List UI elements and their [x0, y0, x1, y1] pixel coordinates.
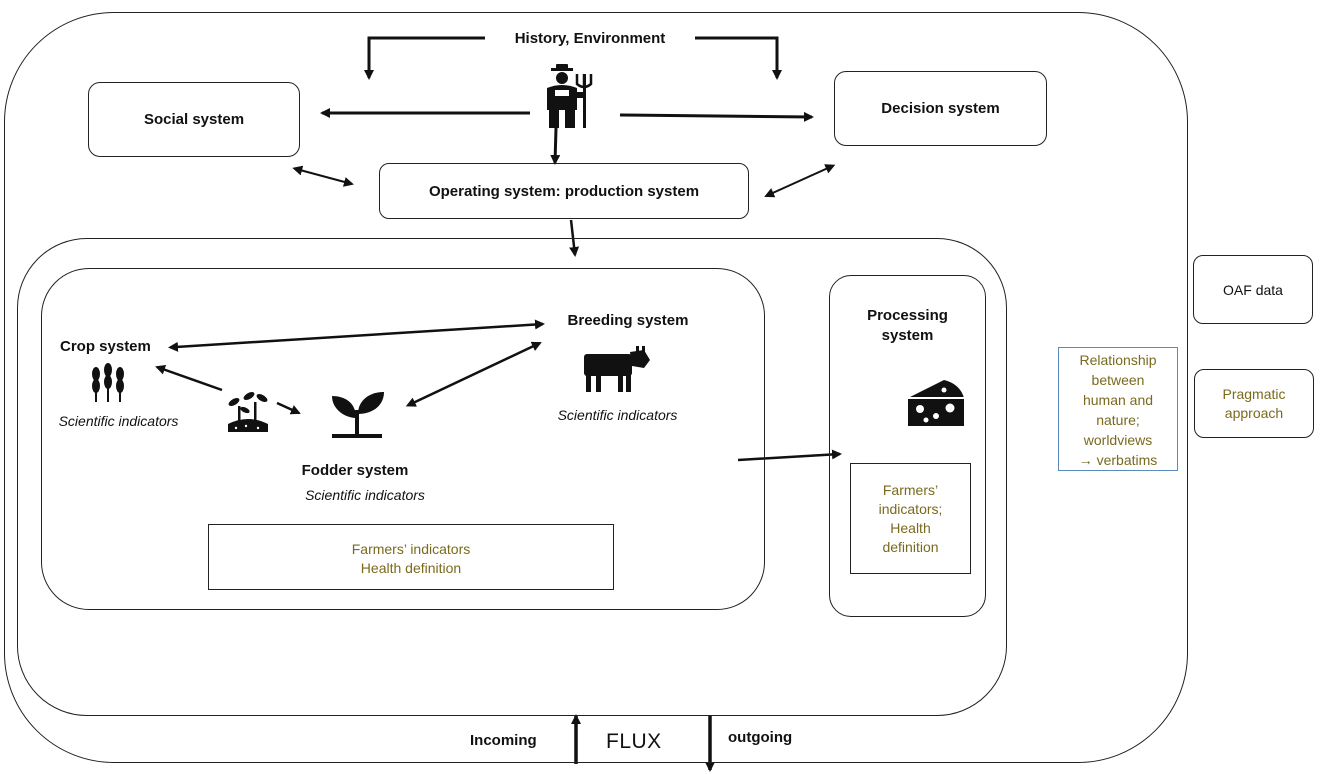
farmers-indicators-box: Farmers’ indicators Health definition	[208, 524, 614, 590]
crop-breeding-arrow	[168, 319, 545, 352]
operating-system-label: Operating system: production system	[428, 182, 700, 200]
relationship-line3: human and	[1082, 392, 1154, 408]
relationship-line1: Relationship	[1079, 352, 1157, 368]
crop-scientific-indicators: Scientific indicators	[58, 413, 179, 429]
breeding-system-label: Breeding system	[567, 312, 689, 329]
wheat-icon	[86, 362, 130, 402]
flux-label: FLUX	[606, 730, 662, 753]
fodder-breeding-arrow	[405, 341, 542, 407]
farmer-to-operating-arrow	[550, 127, 561, 165]
relationship-line2: between	[1091, 372, 1145, 388]
sprout-icon	[326, 390, 388, 440]
operating-system-box: Operating system: production system	[379, 163, 749, 219]
outgoing-label: outgoing	[728, 729, 793, 746]
decision-system-box: Decision system	[834, 71, 1047, 146]
history-left-arrow	[364, 36, 485, 80]
processing-indicators-line4: definition	[882, 539, 939, 555]
processing-label-line2: system	[881, 327, 934, 344]
seedling-to-crop-arrow	[155, 364, 223, 392]
decision-system-label: Decision system	[881, 100, 1000, 117]
farmer-to-decision-arrow	[619, 111, 814, 122]
cow-icon	[582, 346, 652, 394]
breeding-scientific-indicators: Scientific indicators	[557, 407, 678, 423]
processing-indicators-line1: Farmers’	[882, 482, 939, 498]
processing-system-box	[829, 275, 986, 617]
cheese-icon	[906, 376, 966, 428]
farmers-indicators-line2: Health definition	[360, 560, 462, 576]
crop-system-label: Crop system	[60, 338, 151, 355]
social-system-box: Social system	[88, 82, 300, 157]
history-environment-label: History, Environment	[514, 30, 666, 47]
social-system-label: Social system	[143, 111, 245, 128]
pragmatic-line2: approach	[1224, 404, 1284, 421]
relationship-line5: worldviews	[1083, 432, 1153, 448]
history-right-arrow	[695, 36, 782, 80]
relationship-line4: nature;	[1096, 412, 1140, 428]
pragmatic-approach-box: Pragmatic approach	[1194, 369, 1314, 438]
production-subsystems-frame	[41, 268, 765, 610]
outer-frame	[4, 12, 1188, 763]
farmer-icon	[537, 64, 603, 130]
processing-label-line1: Processing	[867, 307, 948, 324]
fodder-scientific-indicators: Scientific indicators	[305, 487, 425, 503]
processing-system-label: Processing system	[829, 306, 986, 346]
seedling-to-fodder-arrow	[276, 401, 301, 415]
processing-indicators-line2: indicators;	[878, 501, 943, 517]
relationship-line6: → verbatims	[1078, 452, 1158, 468]
farmers-indicators-line1: Farmers’ indicators	[351, 541, 471, 557]
processing-indicators-line3: Health	[890, 520, 931, 536]
fodder-system-label: Fodder system	[301, 462, 409, 479]
operating-to-production-arrow	[569, 219, 580, 257]
relationship-box: Relationship between human and nature; w…	[1058, 347, 1178, 471]
oaf-data-box: OAF data	[1193, 255, 1313, 324]
oaf-data-label: OAF data	[1223, 281, 1283, 298]
to-processing-arrow	[737, 449, 842, 462]
pragmatic-line1: Pragmatic	[1222, 385, 1286, 402]
decision-operating-arrow	[764, 164, 836, 198]
processing-indicators-box: Farmers’ indicators; Health definition	[850, 463, 971, 574]
seedling-soil-icon	[226, 388, 270, 432]
social-operating-arrow	[292, 165, 354, 187]
incoming-label: Incoming	[470, 732, 537, 749]
production-area-frame	[17, 238, 1007, 716]
